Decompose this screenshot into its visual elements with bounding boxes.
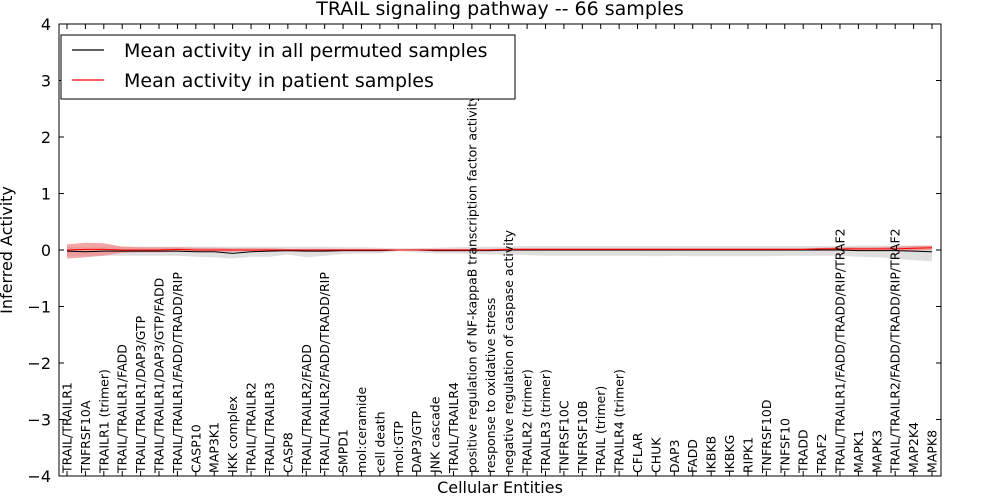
x-tick-label: mol:GTP (391, 421, 406, 473)
x-tick-label: TNFRSF10B (575, 401, 590, 474)
x-tick-label: MAPK1 (851, 430, 866, 473)
x-tick-label: FADD (685, 439, 700, 473)
x-tick-label: TRAIL/TRAILR1/DAP3/GTP (133, 315, 148, 474)
x-tick-label: response to oxidative stress (483, 298, 498, 473)
x-tick-label: cell death (372, 411, 387, 473)
x-tick-label: TRAF2 (814, 433, 829, 474)
legend-box (60, 34, 516, 100)
y-tick-label: 3 (41, 72, 51, 91)
series-lines (66, 247, 933, 254)
y-tick-label: −4 (27, 467, 51, 486)
x-tick-label: IKBKB (704, 436, 719, 473)
y-tick-label: −2 (27, 354, 51, 373)
chart-title: TRAIL signaling pathway -- 66 samples (315, 0, 684, 20)
y-tick-label: 1 (41, 185, 51, 204)
x-tick-label: MAP2K4 (906, 422, 921, 473)
x-tick-label: TRAIL/TRAILR1/FADD (115, 344, 130, 474)
x-tick-label: IKK complex (225, 396, 240, 473)
x-tick-label: CFLAR (630, 432, 645, 473)
x-tick-label: TRAILR2 (trimer) (520, 369, 535, 474)
x-tick-label: MAP3K1 (207, 422, 222, 473)
series-line-patient (66, 247, 933, 251)
y-tick-label: −3 (27, 411, 51, 430)
x-tick-label: TNFRSF10C (556, 400, 571, 474)
x-tick-label: TRADD (796, 429, 811, 474)
y-tick-label: 4 (41, 15, 51, 34)
x-tick-label: TRAIL (trimer) (593, 386, 608, 474)
y-tick-label: 2 (41, 128, 51, 147)
x-tick-label: TRAILR1 (trimer) (96, 369, 111, 474)
x-tick-label: TRAIL/TRAILR3 (262, 382, 277, 474)
x-tick-label: TRAIL/TRAILR1 (60, 382, 75, 474)
x-tick-label: JNK cascade (428, 396, 443, 474)
x-tick-label: MAPK3 (869, 430, 884, 473)
x-tick-label: DAP3/GTP (409, 410, 424, 473)
x-tick-label: TRAIL/TRAILR2/FADD/TRADD/RIP/TRAF2 (888, 228, 903, 474)
x-tick-label: CHUK (648, 437, 663, 473)
x-tick-label: negative regulation of caspase activity (501, 229, 516, 473)
x-tick-label: TNFRSF10A (78, 400, 93, 474)
x-tick-label: positive regulation of NF-kappaB transcr… (464, 94, 479, 473)
x-tick-label: RIPK1 (740, 437, 755, 473)
x-tick-label: mol:ceramide (354, 387, 369, 473)
x-tick-label: TRAILR3 (trimer) (538, 369, 553, 474)
y-axis-ticks: −4 −3 −2 −1 0 1 2 3 4 (27, 15, 941, 486)
y-axis-title: Inferred Activity (0, 186, 16, 314)
x-tick-label: TNFSF10 (777, 418, 792, 474)
x-tick-label: TRAIL/TRAILR2/FADD/TRADD/RIP (317, 272, 332, 474)
series-line-permuted (66, 249, 933, 254)
legend-label-permuted: Mean activity in all permuted samples (124, 40, 487, 62)
x-tick-label: TRAIL/TRAILR1/FADD/TRADD/RIP/TRAF2 (832, 228, 847, 474)
x-tick-label: TNFRSF10D (759, 399, 774, 474)
legend: Mean activity in all permuted samples Me… (60, 34, 516, 100)
x-tick-label: TRAILR4 (trimer) (612, 369, 627, 474)
x-axis-title: Cellular Entities (437, 478, 563, 497)
x-tick-label: TRAIL/TRAILR2 (244, 382, 259, 474)
x-tick-label: TRAIL/TRAILR2/FADD (299, 344, 314, 474)
y-tick-label: −1 (27, 298, 51, 317)
x-tick-label: TRAIL/TRAILR4 (446, 382, 461, 474)
x-tick-label: TRAIL/TRAILR1/FADD/TRADD/RIP (170, 272, 185, 474)
x-tick-label: SMPD1 (336, 429, 351, 473)
x-tick-label: DAP3 (667, 440, 682, 473)
legend-label-patient: Mean activity in patient samples (124, 70, 434, 92)
x-tick-label: TRAIL/TRAILR1/DAP3/GTP/FADD (152, 278, 167, 474)
x-tick-label: CASP10 (188, 424, 203, 473)
x-tick-label: MAPK8 (925, 430, 940, 473)
x-tick-label: IKBKG (722, 435, 737, 473)
x-tick-label: CASP8 (280, 432, 295, 473)
y-tick-label: 0 (41, 241, 51, 260)
